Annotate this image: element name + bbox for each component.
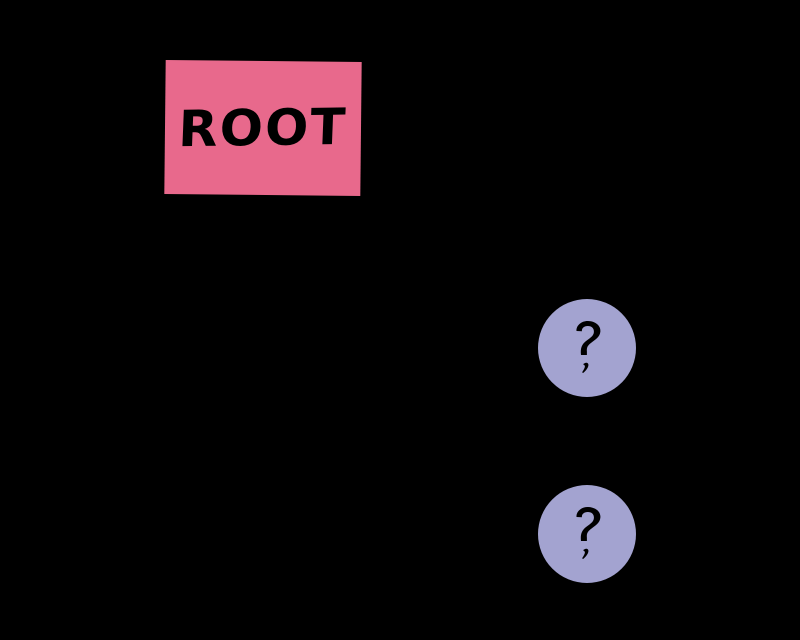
question-mark-icon [576,506,601,559]
node-unknown-2[interactable] [538,485,636,583]
question-mark-icon [576,320,601,373]
node-root-label: ROOT [177,97,349,159]
node-unknown-1[interactable] [538,299,636,397]
node-root[interactable]: ROOT [164,59,362,197]
